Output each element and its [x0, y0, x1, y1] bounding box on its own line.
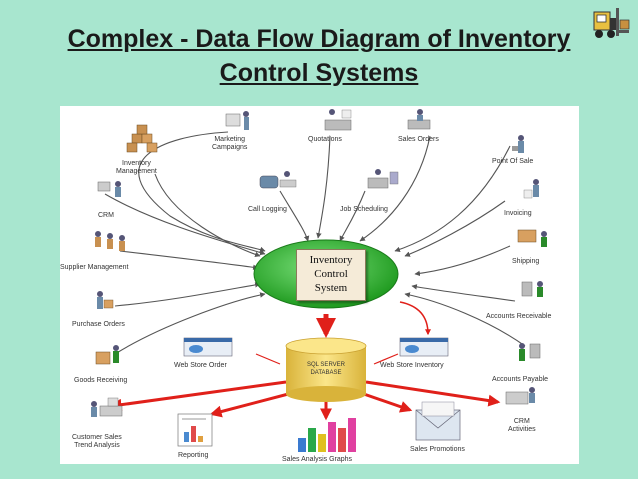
label-web-store-order: Web Store Order: [174, 362, 227, 369]
supplier-management-icon: [95, 231, 125, 251]
label-inventory-management: Inventory Management: [116, 160, 157, 175]
arrow-quotations: [316, 135, 331, 239]
title-line-2: Control Systems: [219, 59, 419, 87]
label-goods-receiving: Goods Receiving: [74, 377, 128, 384]
center-label-line-3: System: [314, 282, 348, 294]
job-scheduling-icon: [367, 169, 399, 189]
arrow-purchase-orders: [114, 282, 261, 307]
center-label-box: Inventory Control System: [296, 249, 366, 301]
invoicing-icon: [523, 179, 539, 199]
label-customer-sales-trend: Customer Sales Trend Analysis: [72, 434, 122, 449]
web-store-order-icon: [183, 337, 233, 357]
label-call-logging: Call Logging: [248, 206, 287, 213]
accounts-receivable-icon: [521, 281, 543, 297]
label-sales-orders: Sales Orders: [398, 136, 439, 143]
label-job-scheduling: Job Scheduling: [340, 206, 388, 213]
label-purchase-orders: Purchase Orders: [72, 321, 125, 328]
database-label-2: DATABASE: [310, 370, 341, 376]
center-label-line-1: Inventory: [309, 254, 353, 266]
database-cylinder: SQL SERVER DATABASE: [285, 337, 367, 402]
sales-promotions-icon: [415, 401, 461, 441]
label-sales-promotions: Sales Promotions: [410, 446, 465, 453]
diagram-panel: SQL SERVER DATABASE: [60, 106, 579, 464]
arrow-invoicing: [404, 200, 506, 257]
arrow-center-to-web-inventory: [399, 301, 431, 336]
label-sales-analysis-graphs: Sales Analysis Graphs: [282, 456, 353, 463]
web-store-inventory-icon: [399, 337, 449, 357]
arrow-crm: [104, 193, 266, 256]
label-accounts-payable: Accounts Payable: [492, 376, 549, 383]
label-accounts-receivable: Accounts Receivable: [486, 313, 552, 320]
label-shipping: Shipping: [512, 258, 540, 265]
arrow-shipping: [414, 245, 511, 277]
arrow-db-to-crm: [365, 380, 501, 407]
output-arrows: [109, 301, 501, 421]
arrow-db-to-reporting: [209, 390, 297, 418]
diagram-canvas: SQL SERVER DATABASE: [91, 109, 547, 452]
arrow-web-inventory-to-db: [373, 353, 399, 365]
arrow-goods-receiving: [114, 292, 266, 355]
arrow-marketing: [138, 131, 266, 253]
sales-orders-icon: [407, 109, 431, 130]
arrow-sales-orders: [359, 135, 431, 242]
point-of-sale-icon: [512, 135, 524, 153]
arrow-job-scheduling: [339, 190, 366, 242]
crm-activities-icon: [505, 387, 535, 405]
arrow-accounts-payable: [404, 292, 526, 347]
label-invoicing: Invoicing: [504, 210, 532, 217]
label-point-of-sale: Point Of Sale: [492, 158, 534, 165]
inventory-management-icon: [126, 124, 158, 153]
arrow-web-order-to-db: [255, 353, 281, 365]
arrow-point-of-sale: [394, 145, 511, 253]
customer-sales-trend-icon: [91, 397, 123, 417]
accounts-payable-icon: [519, 343, 541, 361]
label-marketing-campaigns: Marketing Campaigns: [212, 136, 248, 151]
input-arrows: [104, 131, 526, 355]
slide-title: Complex - Data Flow Diagram of Inventory…: [0, 22, 638, 90]
arrow-db-to-promotions: [357, 390, 413, 413]
forklift-icon: [593, 8, 630, 38]
label-quotations: Quotations: [308, 136, 342, 143]
arrow-supplier: [119, 250, 259, 271]
title-line-1: Complex - Data Flow Diagram of Inventory: [67, 25, 571, 53]
quotations-icon: [324, 109, 352, 131]
label-crm-activities: CRM Activities: [508, 418, 536, 433]
arrow-call-logging: [279, 190, 310, 242]
shipping-icon: [517, 229, 547, 247]
label-web-store-inventory: Web Store Inventory: [380, 362, 444, 369]
arrow-db-to-trend: [109, 380, 287, 411]
crm-icon: [97, 181, 121, 197]
call-logging-icon: [259, 171, 297, 189]
label-supplier-management: Supplier Management: [60, 264, 129, 271]
arrow-inventory-management: [154, 173, 261, 258]
goods-receiving-icon: [95, 345, 119, 365]
label-reporting: Reporting: [178, 452, 209, 459]
arrow-accounts-receivable: [411, 284, 516, 302]
sales-analysis-graphs-icon: [298, 418, 356, 452]
label-crm: CRM: [98, 212, 114, 219]
purchase-orders-icon: [97, 291, 114, 309]
database-label-1: SQL SERVER: [307, 362, 346, 368]
marketing-campaigns-icon: [225, 111, 249, 130]
reporting-icon: [177, 413, 213, 447]
center-label-line-2: Control: [314, 268, 348, 280]
